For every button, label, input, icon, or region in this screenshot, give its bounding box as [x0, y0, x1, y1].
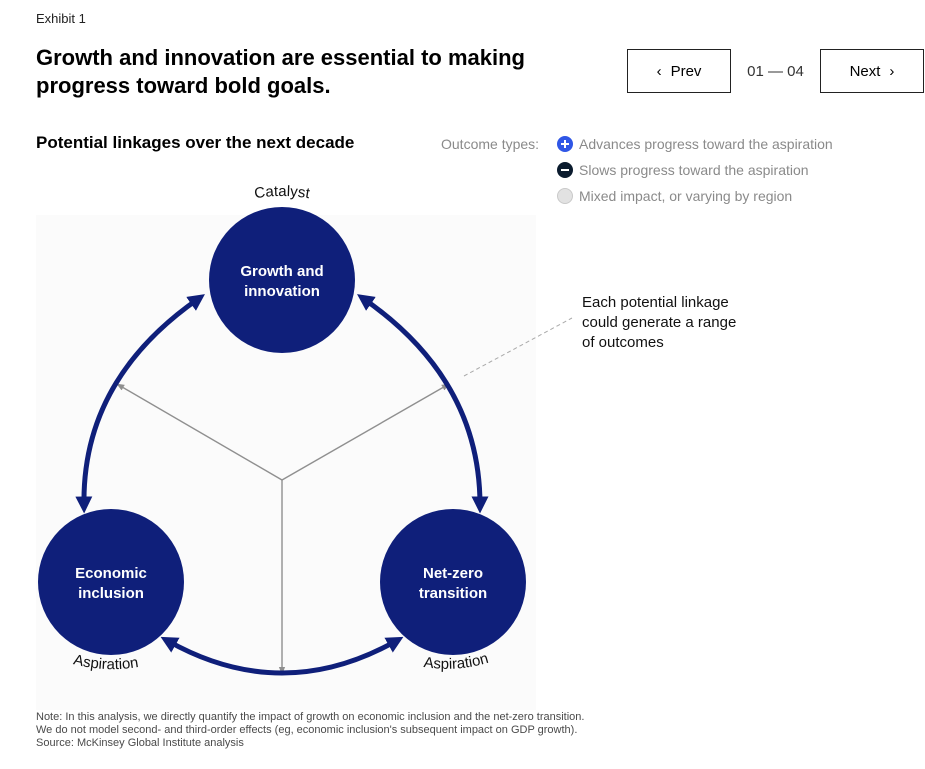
- node-growth-innovation: [209, 207, 355, 353]
- title-line-2: progress toward bold goals.: [36, 73, 331, 98]
- node-left-label-2: inclusion: [78, 585, 144, 602]
- tag-catalyst-text: Catalyst: [253, 183, 312, 202]
- node-net-zero-transition: [380, 509, 526, 655]
- node-left-label-1: Economic: [75, 565, 147, 582]
- footnote-note-2: We do not model second- and third-order …: [36, 724, 578, 736]
- legend-item-mixed: Mixed impact, or varying by region: [557, 188, 792, 204]
- chevron-left-icon: ‹: [656, 62, 662, 80]
- annotation-line-1: Each potential linkage: [582, 294, 729, 311]
- footnote-note-1: Note: In this analysis, we directly quan…: [36, 711, 585, 723]
- legend-label-slows: Slows progress toward the aspiration: [579, 162, 809, 178]
- prev-button-label: Prev: [670, 62, 702, 80]
- legend-title: Outcome types:: [441, 136, 540, 152]
- title-line-1: Growth and innovation are essential to m…: [36, 45, 525, 70]
- arrow-growth-inclusion: [75, 294, 205, 514]
- diagram-subtitle: Potential linkages over the next decade: [36, 133, 355, 152]
- legend-item-slows: Slows progress toward the aspiration: [557, 162, 809, 178]
- node-economic-inclusion: [38, 509, 184, 655]
- node-top-label-2: innovation: [244, 283, 320, 300]
- tag-aspiration-left: Aspiration: [72, 651, 140, 673]
- legend-label-advances: Advances progress toward the aspiration: [579, 136, 833, 152]
- page-title: Growth and innovation are essential to m…: [36, 44, 606, 100]
- node-top-label-1: Growth and: [240, 263, 323, 280]
- annotation-line-3: of outcomes: [582, 334, 664, 351]
- page-counter: 01 — 04: [747, 63, 804, 80]
- linkage-annotation: Each potential linkage could generate a …: [582, 293, 782, 353]
- tag-catalyst: Catalyst: [253, 183, 312, 202]
- chevron-right-icon: ›: [889, 62, 895, 80]
- empty-circle-icon: [557, 188, 573, 204]
- tag-aspiration-right-text: Aspiration: [423, 650, 491, 673]
- legend-label-mixed: Mixed impact, or varying by region: [579, 188, 793, 204]
- footnote: Note: In this analysis, we directly quan…: [36, 711, 584, 750]
- tag-aspiration-right: Aspiration: [423, 650, 491, 673]
- tag-aspiration-left-text: Aspiration: [72, 651, 140, 673]
- next-button-label: Next: [849, 62, 881, 80]
- prev-button[interactable]: ‹ Prev: [627, 49, 731, 93]
- plus-circle-icon: [557, 136, 573, 152]
- node-right-label-1: Net-zero: [423, 565, 483, 582]
- footnote-source: Source: McKinsey Global Institute analys…: [36, 737, 244, 749]
- annotation-line-2: could generate a range: [582, 314, 737, 331]
- arrow-growth-netzero: [357, 294, 489, 514]
- arrow-inclusion-netzero: [160, 636, 404, 676]
- minus-circle-icon: [557, 162, 573, 178]
- node-right-label-2: transition: [419, 585, 487, 602]
- next-button[interactable]: Next ›: [820, 49, 924, 93]
- legend-item-advances: Advances progress toward the aspiration: [557, 136, 833, 152]
- exhibit-label: Exhibit 1: [36, 11, 86, 26]
